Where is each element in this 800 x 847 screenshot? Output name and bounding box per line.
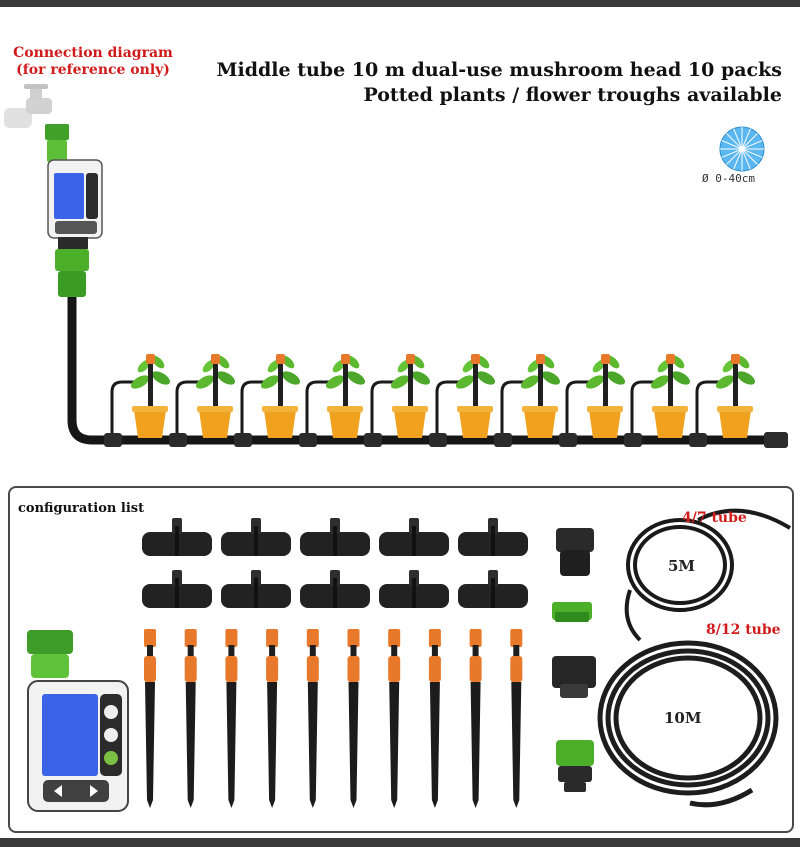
nozzle-stake-icon xyxy=(225,629,238,808)
nozzle-stake-icon xyxy=(144,629,156,808)
tee-connector-grid xyxy=(142,518,528,608)
potted-plant-icon xyxy=(364,354,431,447)
tube-8-12-coil-icon xyxy=(597,640,779,808)
nozzle-stake-icon xyxy=(510,629,523,808)
potted-plant-icon xyxy=(234,354,301,447)
nozzle-stake-icon xyxy=(428,629,441,808)
tube-4-7-length: 5M xyxy=(668,557,696,575)
tee-connector-icon xyxy=(142,518,212,556)
tube-8-12-label: 8/12 tube xyxy=(706,622,781,638)
tee-connector-icon xyxy=(458,518,528,556)
potted-plant-icon xyxy=(494,354,561,447)
tube-8-12-length: 10M xyxy=(664,709,702,727)
potted-plant-row xyxy=(104,354,756,447)
potted-plant-icon xyxy=(104,354,171,447)
tube-4-7-label: 4/7 tube xyxy=(682,510,747,526)
threaded-adapter-icon xyxy=(552,656,596,698)
connection-diagram-title: Connection diagram xyxy=(13,45,173,61)
tee-connector-icon xyxy=(300,518,370,556)
water-timer-icon xyxy=(27,630,129,812)
tee-connector-icon xyxy=(379,518,449,556)
tee-connector-icon xyxy=(221,518,291,556)
nozzle-stake-icon xyxy=(469,629,482,808)
water-timer-icon xyxy=(47,159,103,239)
potted-plant-icon xyxy=(169,354,236,447)
potted-plant-icon xyxy=(299,354,366,447)
connection-diagram xyxy=(4,84,788,448)
potted-plant-icon xyxy=(559,354,626,447)
bottom-border-bar xyxy=(0,838,800,847)
tee-connector-icon xyxy=(379,570,449,608)
tee-connector-icon xyxy=(300,570,370,608)
nozzle-stake-icon xyxy=(347,629,360,808)
spray-pattern-icon xyxy=(719,126,765,172)
configuration-list-title: configuration list xyxy=(18,501,145,516)
top-border-bar xyxy=(0,0,800,7)
configuration-parts xyxy=(27,508,792,812)
potted-plant-icon xyxy=(689,354,756,447)
tube-4-7-coil-icon xyxy=(624,508,792,642)
end-cap-icon xyxy=(556,528,594,576)
headline-line-1: Middle tube 10 m dual-use mushroom head … xyxy=(216,59,782,81)
product-headline: Middle tube 10 m dual-use mushroom head … xyxy=(216,58,782,108)
nozzle-stake-icon xyxy=(266,629,279,808)
green-adapter-icon xyxy=(552,602,592,622)
nozzle-stake-icon xyxy=(306,629,319,808)
potted-plant-icon xyxy=(429,354,496,447)
spray-range-label: Ø 0-40cm xyxy=(702,172,755,185)
nozzle-stake-icon xyxy=(388,629,401,808)
tee-connector-icon xyxy=(142,570,212,608)
connection-diagram-caption: Connection diagram (for reference only) xyxy=(8,45,178,79)
nozzle-stake-row xyxy=(144,629,523,808)
faucet-icon xyxy=(4,84,52,128)
quick-connector-icon xyxy=(556,740,594,792)
tee-connector-icon xyxy=(221,570,291,608)
nozzle-stake-icon xyxy=(184,629,197,808)
headline-line-2: Potted plants / flower troughs available xyxy=(363,84,782,106)
potted-plant-icon xyxy=(624,354,691,447)
connection-diagram-note: (for reference only) xyxy=(16,62,170,78)
tee-connector-icon xyxy=(458,570,528,608)
